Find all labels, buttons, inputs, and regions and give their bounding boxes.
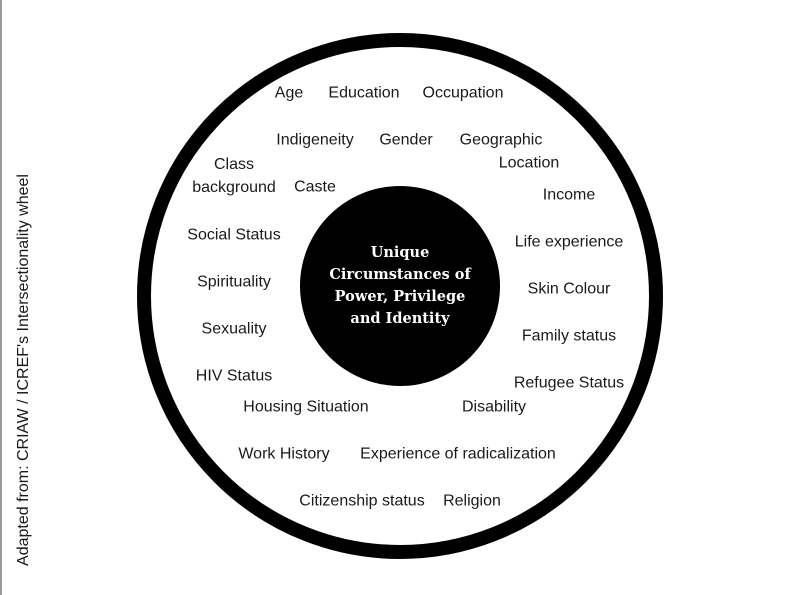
factor-disability: Disability (461, 398, 527, 416)
factor-work-history: Work History (238, 445, 330, 463)
factor-age: Age (274, 84, 304, 102)
factor-education: Education (328, 84, 400, 102)
factor-location: Location (498, 154, 560, 172)
factor-citizenship-status: Citizenship status (299, 492, 425, 510)
factor-caste: Caste (294, 178, 336, 196)
wheel-center: Unique Circumstances of Power, Privilege… (300, 186, 500, 386)
factor-occupation: Occupation (422, 84, 504, 102)
factor-housing-situation: Housing Situation (243, 398, 369, 416)
factor-income: Income (542, 186, 596, 204)
factor-social-status: Social Status (187, 226, 281, 244)
left-border-rule (0, 0, 2, 595)
factor-skin-colour: Skin Colour (527, 280, 611, 298)
factor-indigeneity: Indigeneity (276, 131, 354, 149)
factor-sexuality: Sexuality (201, 320, 267, 338)
factor-experience-of-radicalization: Experience of radicalization (360, 445, 556, 463)
factor-gender: Gender (379, 131, 433, 149)
factor-religion: Religion (443, 492, 501, 510)
credit-caption: Adapted from: CRIAW / ICREF's Intersecti… (15, 174, 32, 566)
factor-refugee-status: Refugee Status (513, 374, 625, 392)
factor-geographic: Geographic (459, 131, 543, 149)
factor-life-experience: Life experience (514, 233, 624, 251)
factor-class-background: Class background (192, 156, 276, 196)
center-label: Unique Circumstances of Power, Privilege… (329, 244, 471, 327)
factor-hiv-status: HIV Status (195, 367, 273, 385)
factor-spirituality: Spirituality (197, 273, 271, 291)
factor-family-status: Family status (521, 327, 617, 345)
